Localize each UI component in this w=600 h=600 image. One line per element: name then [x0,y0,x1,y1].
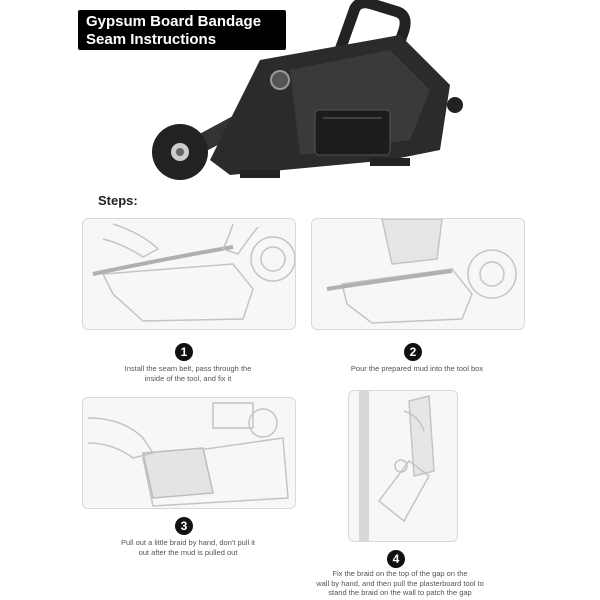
step-2-sketch [326,219,517,324]
step-2-badge: 2 [404,343,422,361]
step-4-caption-line-2: wall by hand, and then pull the plasterb… [316,578,484,588]
step-2-caption-line-1: Pour the prepared mud into the tool box [350,364,484,373]
step-3-illustration [82,397,296,509]
step-3-badge: 3 [175,517,193,535]
step-4-caption-line-3: stand the braid on the wall to patch the… [328,588,472,597]
drywall-taper-tool-image [140,0,470,185]
title-line-1: Gypsum Board Bandage [86,13,262,30]
step-1-illustration [82,218,296,330]
steps-heading: Steps: [98,193,138,208]
step-4-caption: Fix the braid on the top of the gap on t… [300,569,500,598]
title-banner: Gypsum Board Bandage Seam Instructions [78,10,286,50]
step-1-caption-line-1: Install the seam belt, pass through the [124,364,252,373]
step-4-badge: 4 [387,550,405,568]
step-3-caption-line-1: Pull out a little braid by hand, don't p… [120,538,255,547]
step-2-caption: Pour the prepared mud into the tool box [311,364,523,374]
step-4-illustration [348,390,458,542]
step-1-caption: Install the seam belt, pass through the … [82,364,294,384]
step-1-sketch [92,223,295,322]
step-3-sketch [87,402,289,507]
drywall-taper-tool-drawing [152,0,463,180]
step-3-caption-line-2: out after the mud is pulled out [138,548,238,557]
step-1-caption-line-2: inside of the tool, and fix it [144,374,232,383]
step-2-illustration [311,218,525,330]
step-3-caption: Pull out a little braid by hand, don't p… [82,538,294,558]
step-1-badge: 1 [175,343,193,361]
step-4-caption-line-1: Fix the braid on the top of the gap on t… [332,569,468,578]
title-line-2: Seam Instructions [86,31,217,48]
step-4-sketch [359,391,435,541]
